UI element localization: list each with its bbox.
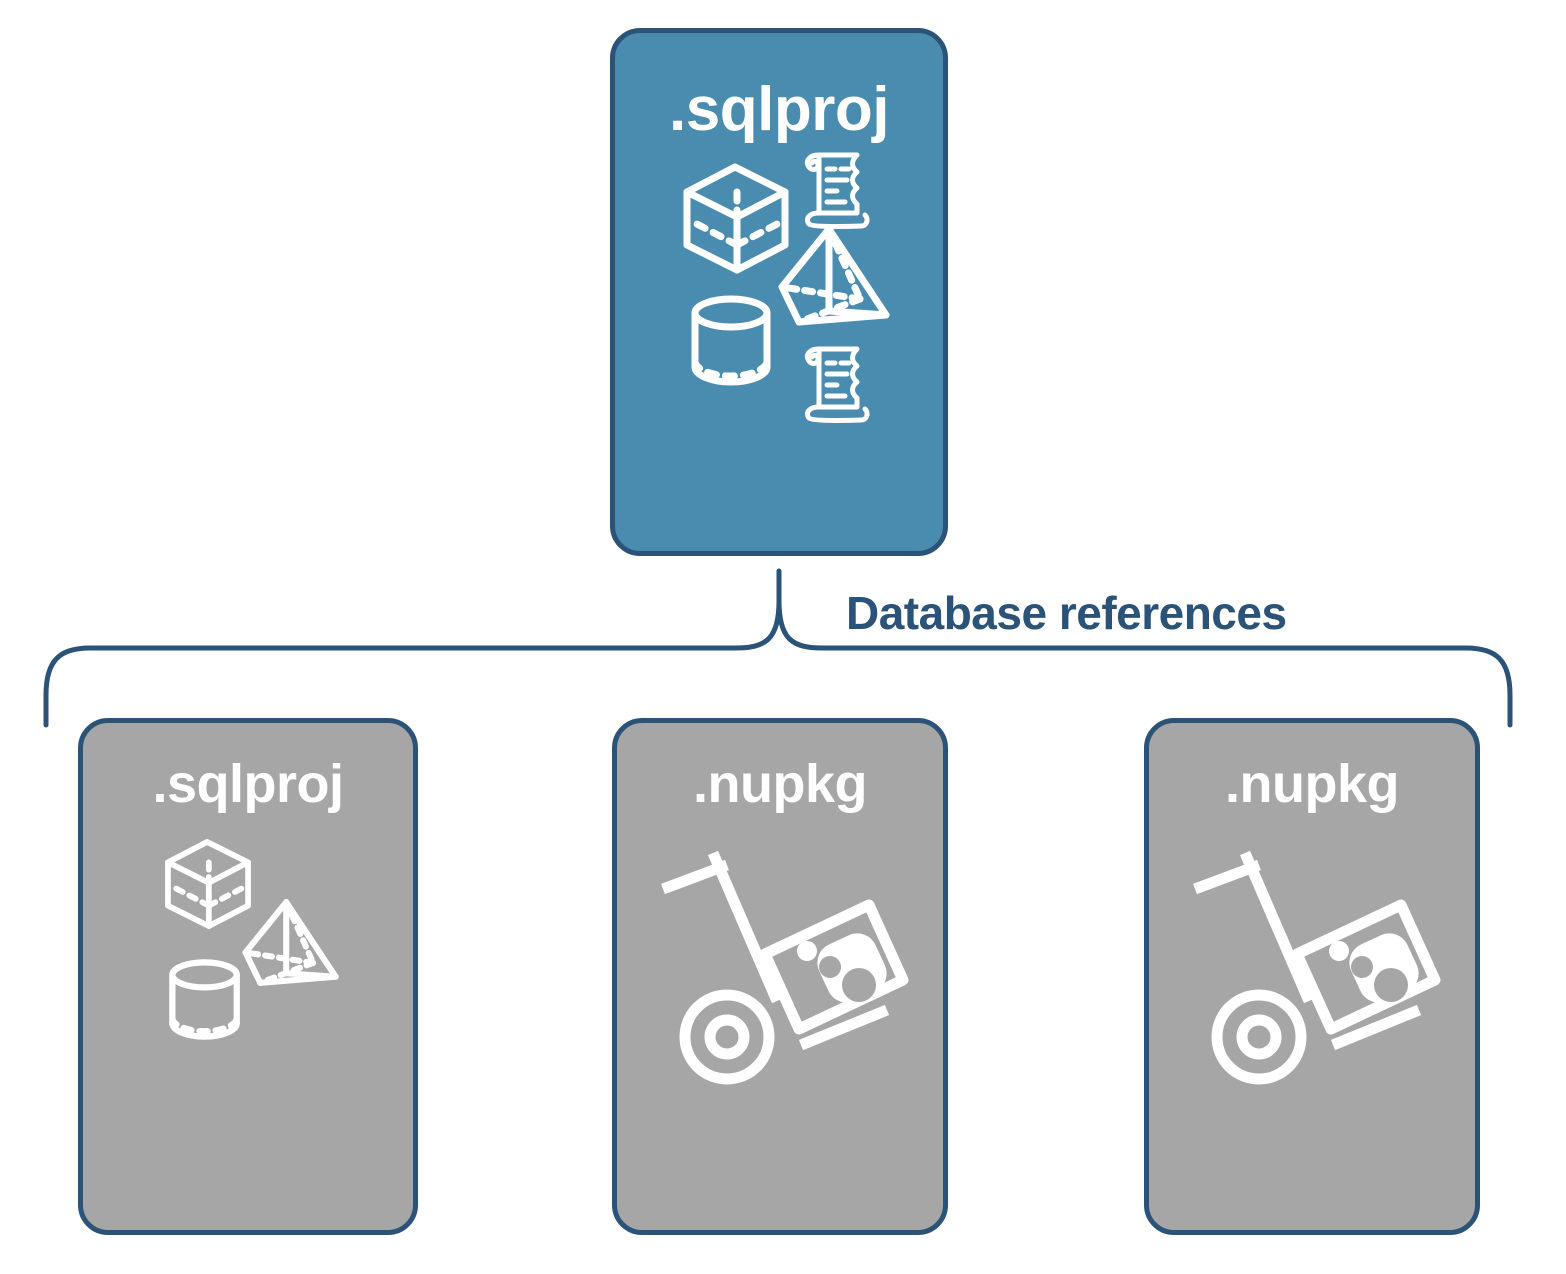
- scroll-icon: [804, 346, 870, 423]
- brace-right-arm: [776, 598, 1513, 728]
- dolly-wheel: [1211, 989, 1307, 1085]
- nuget-glyph-holes: [819, 956, 876, 1002]
- nuget-package-dolly-icon: [661, 850, 909, 1085]
- cylinder-icon: [691, 295, 771, 386]
- cylinder-icon: [169, 959, 240, 1040]
- pyramid-icon: [242, 899, 339, 986]
- node-nupkg-reference[interactable]: .nupkg: [1144, 718, 1480, 1235]
- nuget-glyph-holes: [1351, 956, 1408, 1002]
- connector-label: Database references: [846, 587, 1287, 639]
- icon-cluster: [617, 811, 943, 1230]
- node-sqlproj-reference[interactable]: .sqlproj: [78, 718, 418, 1235]
- node-nupkg-reference[interactable]: .nupkg: [612, 718, 948, 1235]
- node-label: .sqlproj: [152, 754, 344, 814]
- brace-left-arm: [43, 598, 782, 728]
- database-references-brace: [43, 568, 1513, 728]
- scroll-icon: [804, 152, 870, 229]
- cube-icon: [683, 163, 789, 274]
- nuget-package-dolly-icon: [1193, 850, 1441, 1085]
- cube-icon: [165, 839, 251, 929]
- icon-cluster: [615, 141, 943, 551]
- node-label: .sqlproj: [669, 75, 889, 144]
- node-label: .nupkg: [693, 754, 867, 814]
- icon-cluster: [83, 811, 413, 1230]
- dolly-wheel: [679, 989, 775, 1085]
- pyramid-icon: [778, 225, 890, 326]
- icon-cluster: [1149, 811, 1475, 1230]
- node-label: .nupkg: [1225, 754, 1399, 814]
- node-sqlproj-root[interactable]: .sqlproj: [610, 28, 948, 556]
